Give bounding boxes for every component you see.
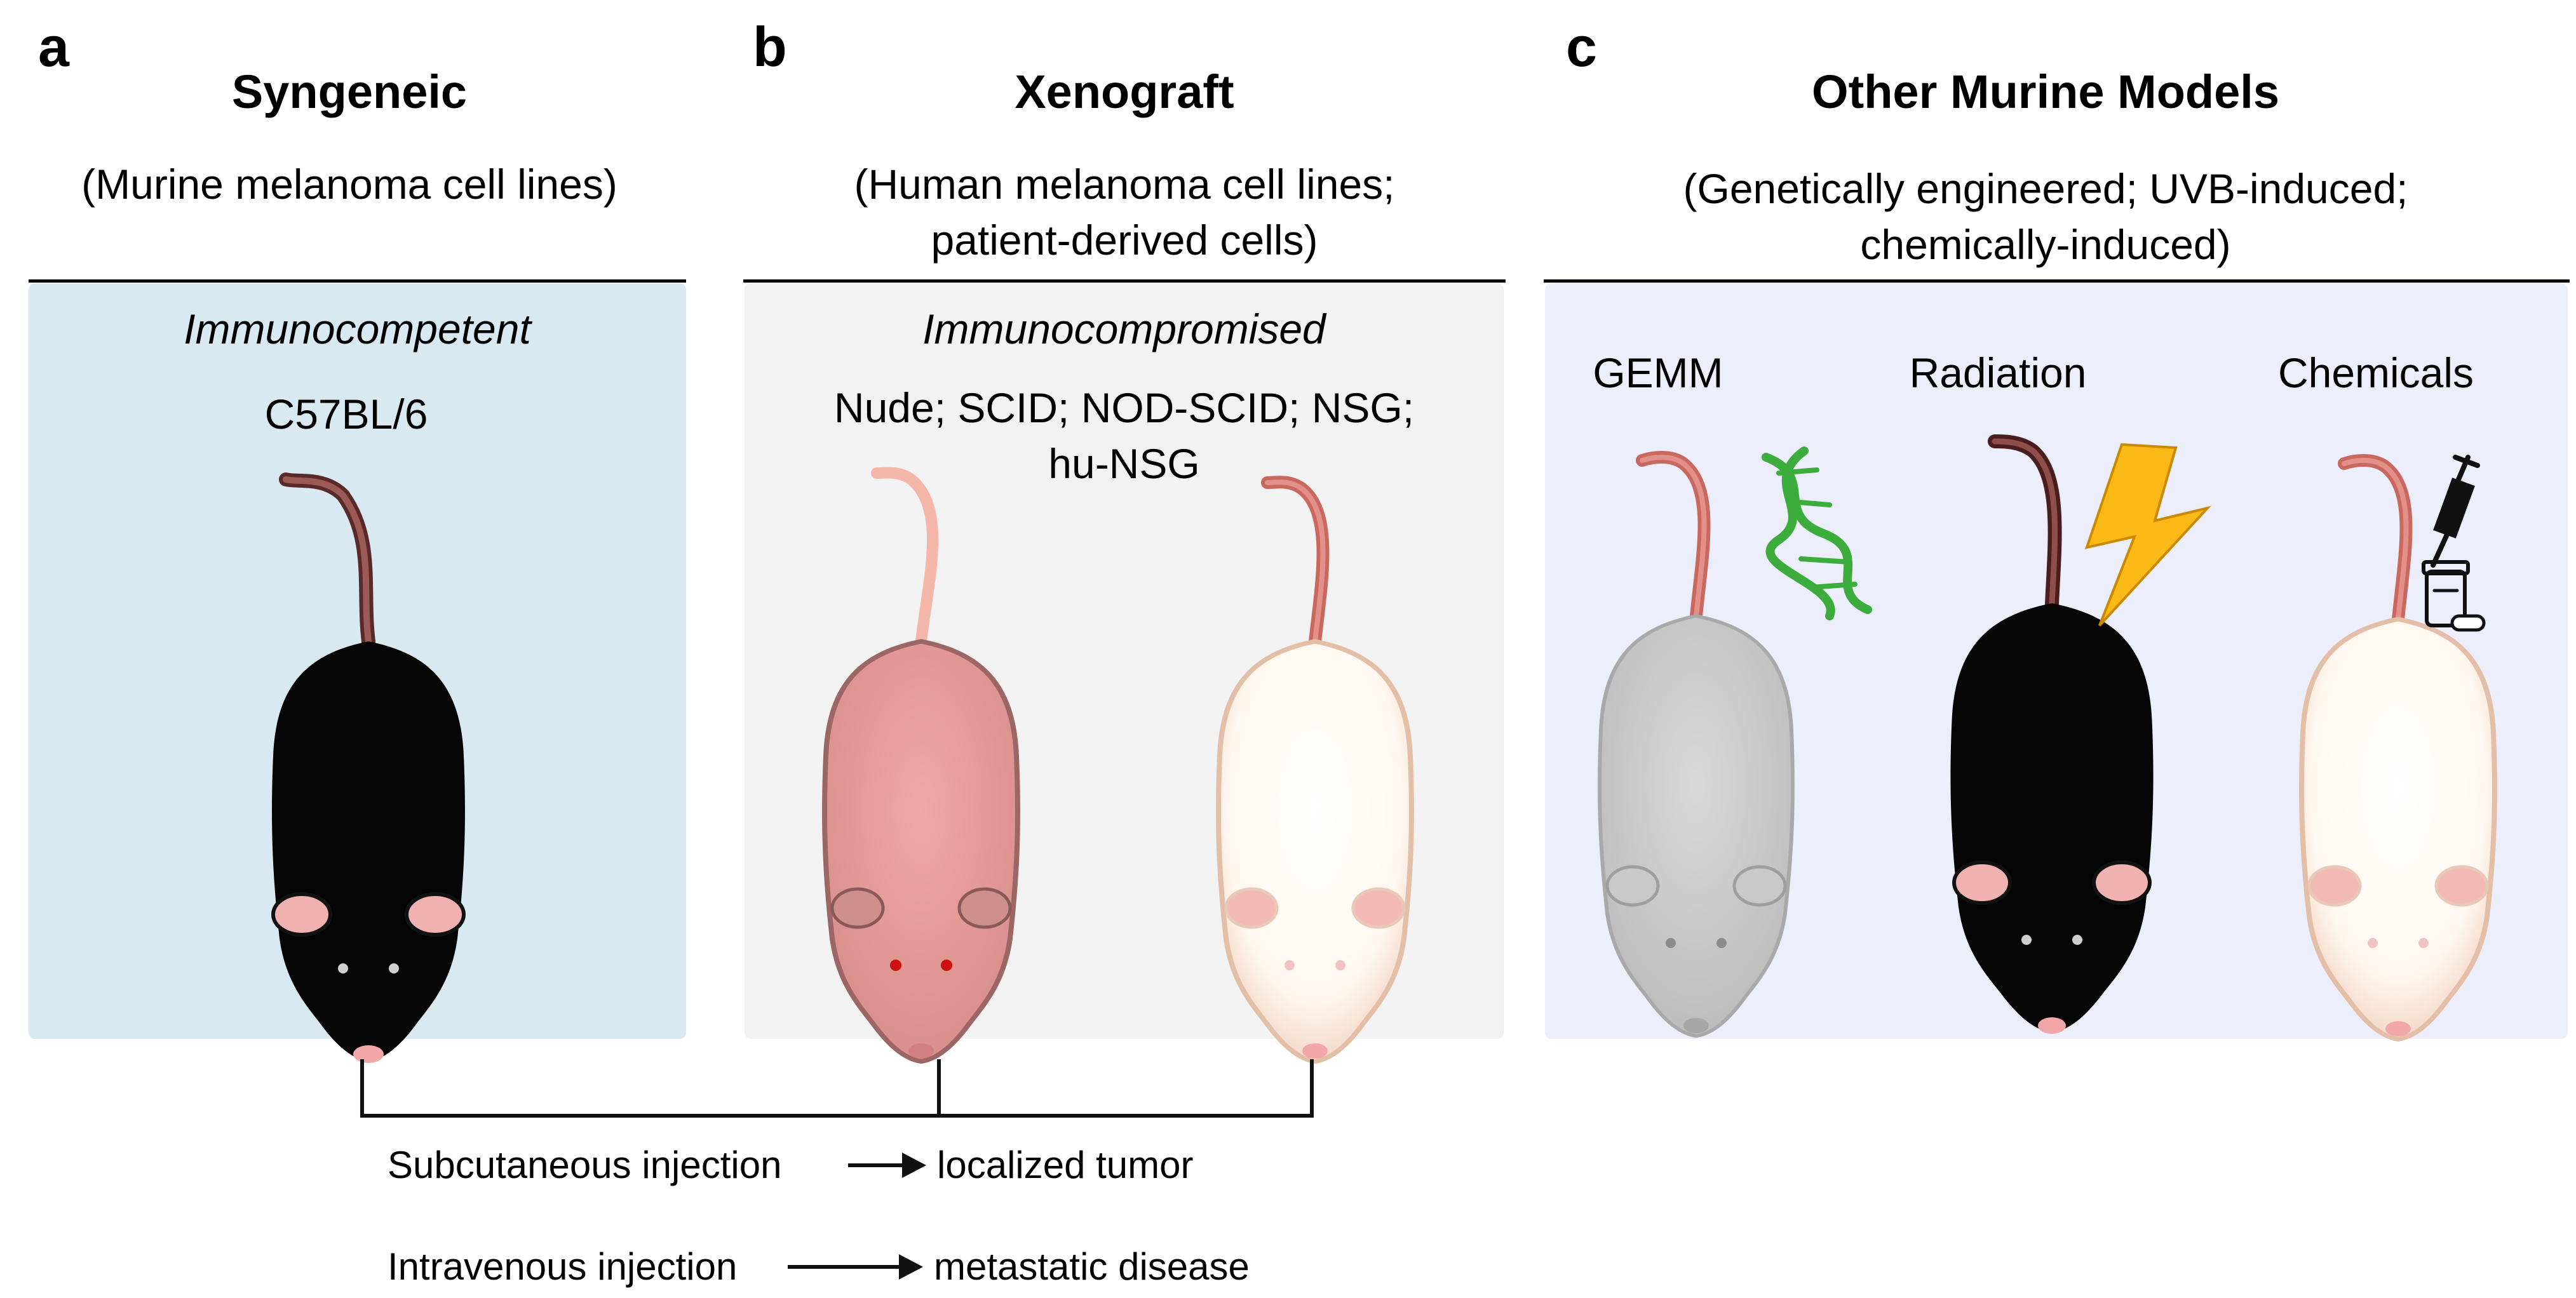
bracket-connector — [360, 1059, 1314, 1118]
model-label-radiation: Radiation — [1909, 349, 2087, 396]
lightning-icon — [2084, 443, 2211, 627]
outcome-localized-tumor: localized tumor — [937, 1144, 1194, 1186]
mouse-nude-pink — [825, 467, 1018, 1061]
panel-b-subtitle-line1: (Human melanoma cell lines; — [854, 161, 1395, 208]
panel-a-status: Immunocompetent — [184, 305, 531, 352]
route-subcutaneous: Subcutaneous injection — [388, 1144, 782, 1186]
arrow-intravenous — [788, 1254, 923, 1280]
panel-b-strains-line1: Nude; SCID; NOD-SCID; NSG; — [833, 384, 1415, 431]
mouse-black-syngeneic — [271, 472, 466, 1063]
panel-c-title: Other Murine Models — [1812, 65, 2279, 118]
route-intravenous: Intravenous injection — [388, 1245, 738, 1288]
panel-b-letter: b — [753, 15, 787, 78]
panel-c-subtitle-line1: (Genetically engineered; UVB-induced; — [1683, 165, 2408, 212]
panel-a-letter: a — [38, 15, 69, 78]
panel-a-subtitle: (Murine melanoma cell lines) — [81, 161, 617, 208]
model-label-gemm: GEMM — [1593, 349, 1723, 396]
model-label-chemicals: Chemicals — [2277, 349, 2474, 396]
panel-a-strain: C57BL/6 — [264, 391, 428, 438]
mouse-black-radiation — [1950, 434, 2154, 1034]
panel-c-subtitle-line2: chemically-induced) — [1860, 221, 2231, 268]
outcome-metastatic-disease: metastatic disease — [934, 1245, 1250, 1288]
panel-b-subtitle-line2: patient-derived cells) — [931, 217, 1318, 264]
dna-icon — [1762, 446, 1872, 620]
syringe-pill-icon — [2422, 455, 2486, 632]
panel-a-title: Syngeneic — [231, 65, 468, 118]
mouse-white-nsg — [1218, 476, 1412, 1061]
panel-b-divider — [743, 279, 1506, 283]
panel-b-title: Xenograft — [1015, 65, 1234, 118]
mouse-white-chemicals — [2302, 454, 2495, 1040]
panel-b-status: Immunocompromised — [922, 305, 1326, 352]
arrow-subcutaneous — [848, 1153, 926, 1178]
panel-a-divider — [29, 279, 686, 283]
panel-b-strains-line2: hu-NSG — [1048, 440, 1200, 487]
panel-c-letter: c — [1566, 15, 1597, 78]
mouse-grey-gemm — [1600, 451, 1793, 1036]
panel-c-divider — [1544, 279, 2570, 283]
